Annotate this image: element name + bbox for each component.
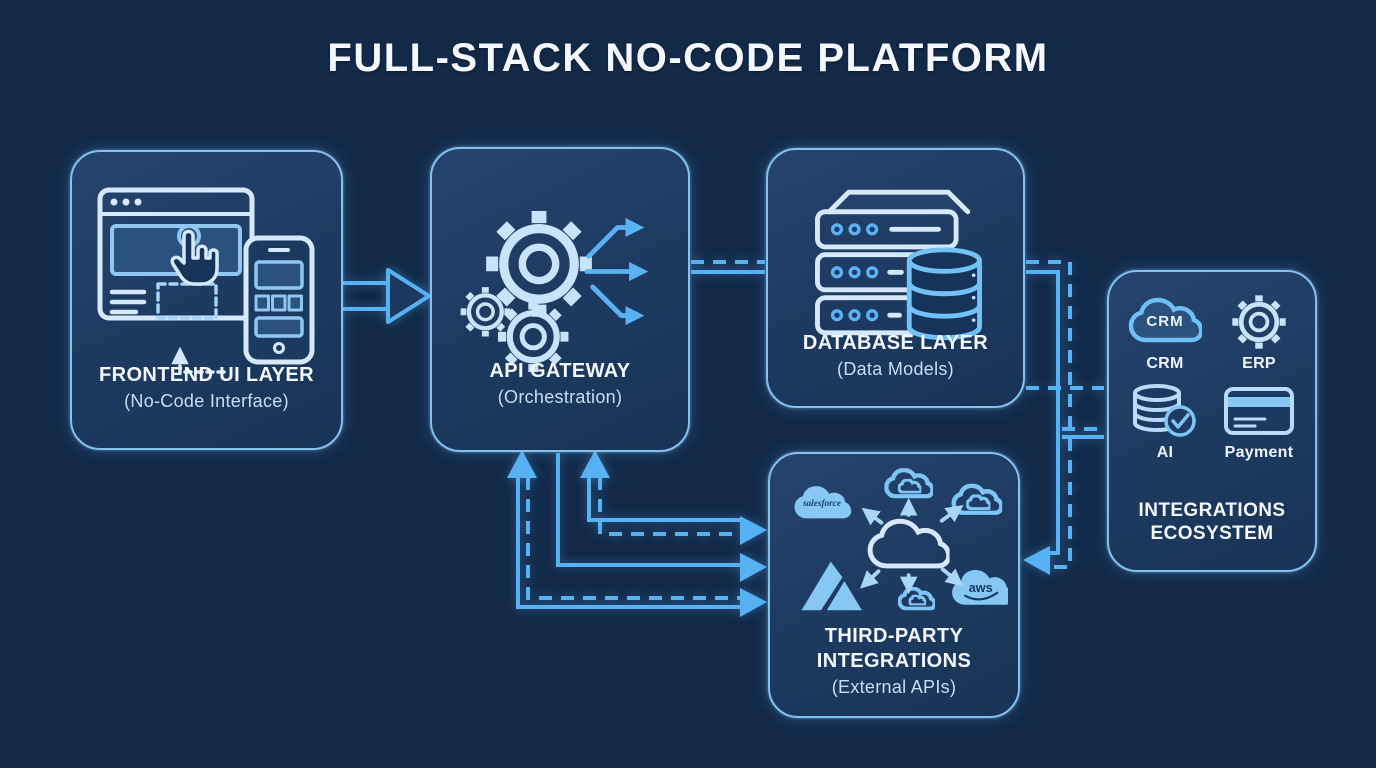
ecosystem-label-line1: INTEGRATIONS (1138, 499, 1286, 521)
frontend-label: FRONTEND UI LAYER (99, 364, 314, 386)
ai-caption: AI (1156, 444, 1174, 461)
arrowhead-into-thirdparty-right (1023, 546, 1050, 575)
box-database-layer: DATABASE LAYER (Data Models) (766, 148, 1025, 408)
server-database-icon (815, 189, 982, 341)
database-sublabel: (Data Models) (837, 359, 954, 379)
gateway-sublabel: (Orchestration) (497, 387, 623, 407)
azure-logo-icon (801, 561, 862, 611)
ecosystem-item-erp: ERP (1217, 292, 1301, 373)
hub-arrows (860, 497, 964, 595)
page-title: FULL-STACK NO-CODE PLATFORM (327, 36, 1049, 80)
box-frontend-ui-layer: FRONTEND UI LAYER (No-Code Interface) (70, 150, 343, 450)
branch-arrows-icon (584, 217, 649, 326)
link-gateway-to-database (691, 260, 765, 274)
box-api-gateway: API GATEWAY (Orchestration) (430, 147, 690, 452)
db-cylinder-icon (906, 247, 982, 341)
crm-badge-text: CRM (1146, 313, 1183, 330)
gear-small-icon (461, 287, 510, 336)
checkmark-icon (1171, 413, 1190, 429)
credit-card-icon (1224, 387, 1294, 435)
crm-cloud-icon: CRM (1123, 292, 1207, 352)
crm-caption: CRM (1146, 355, 1184, 372)
link-database-to-ecosystem (1023, 260, 1104, 575)
cloud-service-bottom-icon (899, 589, 934, 609)
erp-gear-icon (1217, 292, 1301, 352)
ecosystem-item-crm: CRM CRM (1123, 292, 1207, 373)
hub-cloud-icon (870, 521, 949, 566)
ecosystem-item-payment: Payment (1217, 381, 1301, 462)
thirdparty-label-line2: INTEGRATIONS (816, 650, 972, 672)
gear-large-icon (486, 211, 592, 317)
link-gateway-thirdparty (507, 450, 767, 617)
payment-caption: Payment (1224, 444, 1294, 461)
database-check-icon (1133, 384, 1196, 437)
salesforce-logo-icon: salesforce (794, 486, 852, 519)
gears-orchestration-icon (447, 189, 649, 379)
dashed-up-arrow (171, 346, 226, 374)
arrow-frontend-to-gateway (343, 268, 431, 324)
thirdparty-sublabel: (External APIs) (831, 677, 957, 697)
database-label: DATABASE LAYER (802, 332, 989, 354)
cloud-integrations-icon: salesforce aws (794, 464, 1008, 630)
salesforce-text: salesforce (802, 499, 841, 509)
gateway-label: API GATEWAY (489, 360, 631, 382)
phone-icon (243, 235, 315, 365)
aws-text: aws (969, 581, 993, 595)
box-third-party-integrations: salesforce aws (768, 452, 1020, 718)
erp-caption: ERP (1242, 355, 1276, 372)
frontend-sublabel: (No-Code Interface) (124, 391, 289, 411)
ecosystem-item-ai: AI (1123, 381, 1207, 462)
cloud-service-top-icon (886, 470, 932, 496)
thirdparty-label-line1: THIRD-PARTY (824, 625, 964, 647)
ecosystem-label-line2: ECOSYSTEM (1150, 523, 1274, 545)
box-integrations-ecosystem: CRM CRM ERP AI (1107, 270, 1317, 572)
browser-and-phone-icon (97, 187, 315, 374)
aws-logo-icon: aws (952, 570, 1008, 605)
